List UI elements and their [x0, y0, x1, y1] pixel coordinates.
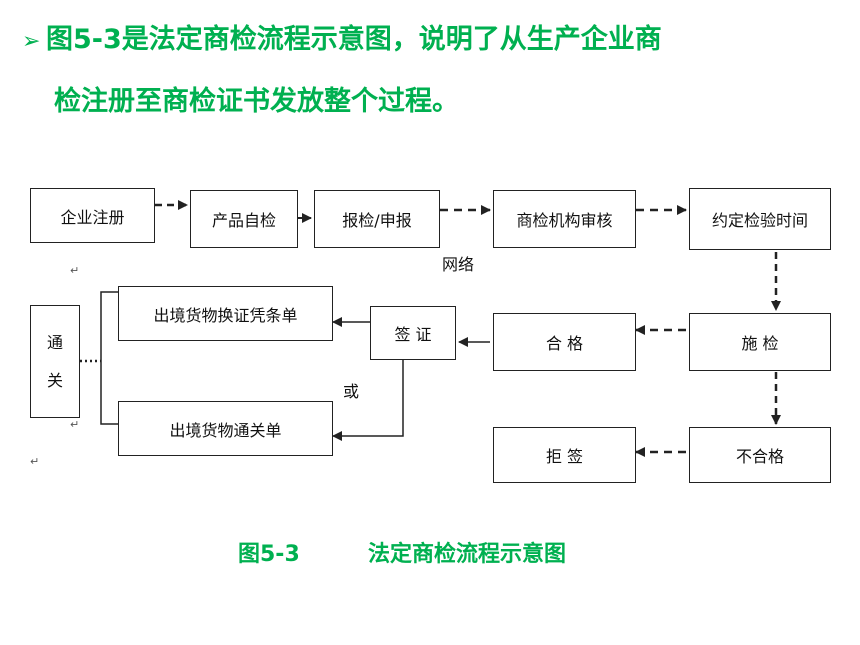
- box-enterprise-registration: 企业注册: [30, 188, 155, 243]
- box-customs: 通 关: [30, 305, 80, 418]
- heading-text-2: 检注册至商检证书发放整个过程。: [54, 86, 459, 117]
- box-apply-declare: 报检/申报: [314, 190, 440, 248]
- box-product-self-check: 产品自检: [190, 190, 298, 248]
- box-agency-review: 商检机构审核: [493, 190, 636, 248]
- bracket-docs: [100, 291, 118, 425]
- arrow-sign-to-clearance: [332, 360, 404, 441]
- return-mark: ↵: [70, 264, 80, 277]
- box-refuse: 拒 签: [493, 427, 636, 483]
- arrow-bullet-icon: ➢: [22, 29, 41, 54]
- caption-title: 法定商检流程示意图: [368, 542, 567, 567]
- label-network: 网络: [442, 251, 475, 275]
- caption-number: 图5-3: [238, 542, 300, 567]
- heading-text-1: 图5-3是法定商检流程示意图，说明了从生产企业商: [46, 24, 662, 55]
- heading-line-1: ➢图5-3是法定商检流程示意图，说明了从生产企业商: [22, 10, 842, 72]
- return-mark: ↵: [70, 418, 80, 431]
- box-customs-clearance-form: 出境货物通关单: [118, 401, 333, 456]
- slide-heading: ➢图5-3是法定商检流程示意图，说明了从生产企业商 检注册至商检证书发放整个过程…: [22, 10, 842, 132]
- box-visa: 签 证: [370, 306, 456, 360]
- box-fail: 不合格: [689, 427, 831, 483]
- box-schedule-inspection: 约定检验时间: [689, 188, 831, 250]
- label-or: 或: [343, 382, 360, 401]
- box-exchange-voucher: 出境货物换证凭条单: [118, 286, 333, 341]
- box-inspection: 施 检: [689, 313, 831, 371]
- return-mark: ↵: [30, 455, 40, 468]
- box-pass: 合 格: [493, 313, 636, 371]
